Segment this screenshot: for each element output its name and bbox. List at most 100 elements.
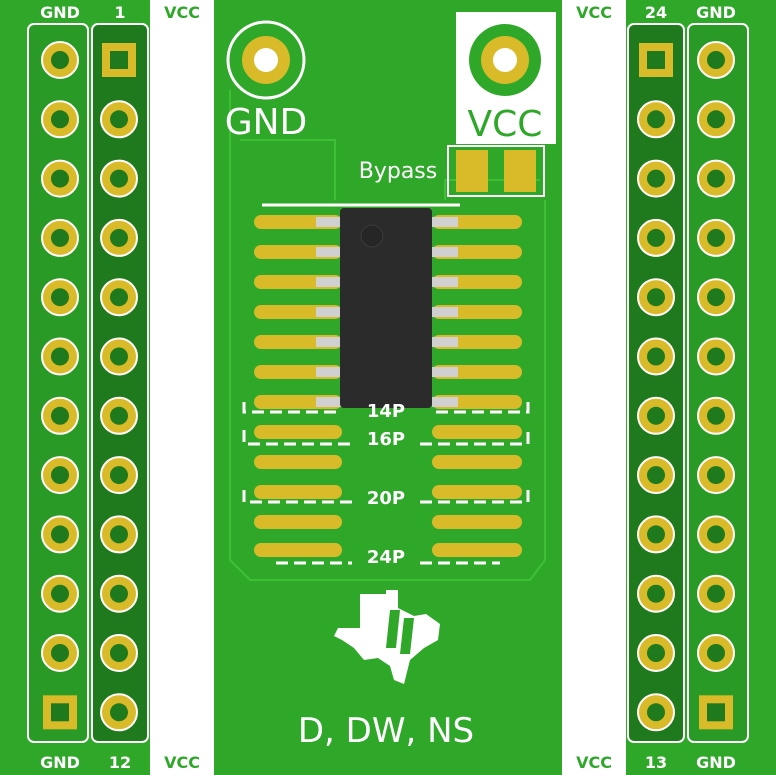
pad-left-gnd-7: [41, 396, 79, 435]
pad-right-signal-11: [637, 634, 675, 672]
pad-right-gnd-9: [697, 515, 735, 554]
ic-lead-right-7: [432, 397, 458, 407]
header-column-right-signal: [627, 23, 685, 743]
pad-group-right-gnd: [697, 41, 735, 730]
pad-right-signal-3: [637, 159, 675, 198]
pad-left-signal-11: [100, 634, 138, 672]
smd-pad-left-10: [254, 485, 342, 499]
smd-pad-right-12: [432, 543, 522, 557]
ic-lead-left-4: [316, 307, 342, 317]
pad-right-signal-4: [637, 218, 675, 257]
ic-lead-left-5: [316, 337, 342, 347]
ic-lead-left-1: [316, 217, 342, 227]
smd-pad-left-12: [254, 543, 342, 557]
ti-texas-logo-icon: [334, 590, 440, 684]
smd-pad-left-8: [254, 425, 342, 439]
pad-right-gnd-1: [697, 41, 735, 79]
header-column-left-gnd: [27, 23, 89, 743]
pad-right-signal-10: [637, 574, 675, 613]
pad-left-gnd-10: [41, 574, 79, 613]
pad-right-signal-8: [637, 456, 675, 495]
smd-footprint-pads: [254, 215, 522, 557]
pad-left-signal-4: [100, 218, 138, 257]
ic-lead-right-2: [432, 247, 458, 257]
smd-pad-right-9: [432, 455, 522, 469]
pad-left-signal-8: [100, 456, 138, 495]
pad-group-left-gnd: [41, 41, 79, 730]
pad-right-signal-1: [639, 43, 673, 77]
smd-pad-left-11: [254, 515, 342, 529]
bypass-label: Bypass: [359, 159, 437, 184]
mount-hole-gnd: [226, 20, 306, 100]
mount-gnd-label: GND: [225, 102, 308, 143]
pad-left-gnd-3: [41, 159, 79, 198]
pad-left-gnd-2: [41, 100, 79, 139]
header-column-left-signal: [91, 23, 149, 743]
pin-count-label-14: 14P: [367, 401, 405, 422]
pad-right-gnd-11: [697, 634, 735, 672]
pad-group-left-signal: [100, 43, 138, 732]
pad-left-signal-2: [100, 100, 138, 139]
ic-lead-right-6: [432, 367, 458, 377]
label-top-left-gnd: GND: [40, 3, 80, 22]
label-bottom-right-gnd: GND: [696, 753, 736, 772]
label-bottom-right-vcc: VCC: [576, 753, 612, 772]
label-bottom-pin12: 12: [109, 753, 131, 772]
pad-right-gnd-8: [697, 456, 735, 495]
ic-lead-right-4: [432, 307, 458, 317]
pad-right-gnd-12: [699, 695, 733, 730]
label-top-pin1: 1: [114, 3, 125, 22]
soic-ic-chip: [340, 208, 432, 408]
label-bottom-left-vcc: VCC: [164, 753, 200, 772]
smd-pad-right-8: [432, 425, 522, 439]
smd-pad-right-10: [432, 485, 522, 499]
label-bottom-left-gnd: GND: [40, 753, 80, 772]
pin-count-label-24: 24P: [367, 547, 405, 568]
pad-left-gnd-9: [41, 515, 79, 554]
ic-lead-left-2: [316, 247, 342, 257]
ic-lead-right-5: [432, 337, 458, 347]
label-top-right-gnd: GND: [696, 3, 736, 22]
pad-left-gnd-1: [41, 41, 79, 79]
pad-right-gnd-2: [697, 100, 735, 139]
vcc-rail-left: [150, 0, 214, 775]
pad-right-signal-7: [637, 396, 675, 435]
pin-count-label-20: 20P: [367, 488, 405, 509]
pad-left-gnd-8: [41, 456, 79, 495]
pad-left-gnd-6: [41, 337, 79, 376]
pad-right-gnd-6: [697, 337, 735, 376]
pad-left-signal-3: [100, 159, 138, 198]
pad-right-gnd-10: [697, 574, 735, 613]
pad-right-gnd-7: [697, 396, 735, 435]
smd-pad-left-9: [254, 455, 342, 469]
pad-left-gnd-12: [43, 695, 77, 730]
pad-left-signal-7: [100, 396, 138, 435]
pad-left-signal-9: [100, 515, 138, 554]
pad-group-right-signal: [637, 43, 675, 732]
pad-right-signal-9: [637, 515, 675, 554]
ic-lead-left-7: [316, 397, 342, 407]
mount-hole-vcc: [469, 24, 541, 96]
ic-lead-right-3: [432, 277, 458, 287]
pad-right-signal-6: [637, 337, 675, 376]
pad-right-signal-2: [637, 100, 675, 139]
label-bottom-pin13: 13: [645, 753, 667, 772]
pad-left-signal-12: [100, 693, 138, 732]
pad-right-gnd-5: [697, 278, 735, 317]
mount-vcc-label: VCC: [468, 104, 543, 145]
label-top-right-vcc: VCC: [576, 3, 612, 22]
pin-count-label-16: 16P: [367, 429, 405, 450]
pad-left-gnd-11: [41, 634, 79, 672]
bypass-capacitor-pads: [447, 145, 545, 197]
footprint-outlines: [242, 402, 530, 565]
vcc-rail-right: [562, 0, 626, 775]
pad-left-signal-5: [100, 278, 138, 317]
pad-left-signal-10: [100, 574, 138, 613]
smd-pad-right-11: [432, 515, 522, 529]
ic-lead-left-6: [316, 367, 342, 377]
ic-lead-right-1: [432, 217, 458, 227]
header-column-right-gnd: [687, 23, 749, 743]
package-label: D, DW, NS: [298, 711, 474, 751]
label-top-left-vcc: VCC: [164, 3, 200, 22]
